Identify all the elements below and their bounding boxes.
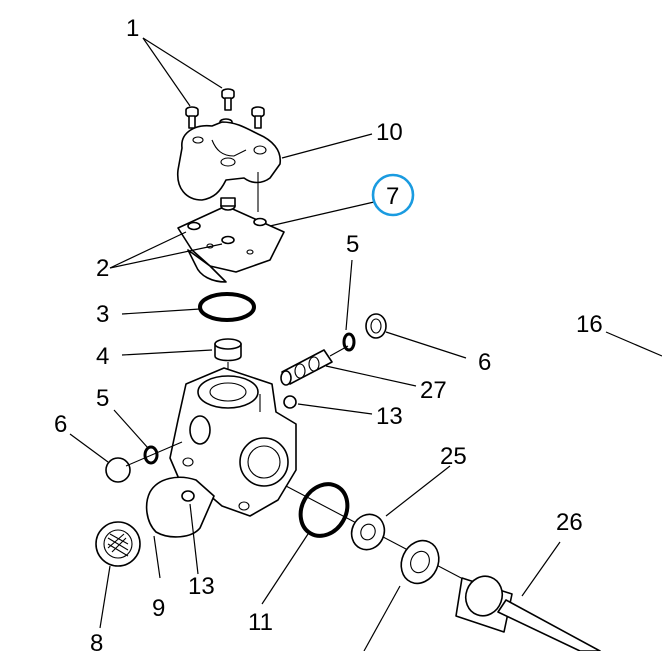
callout-1: 1	[126, 15, 139, 42]
screw	[251, 106, 265, 129]
axis-line-left	[125, 441, 183, 467]
part-6-plug-right	[365, 313, 387, 339]
callout-25: 25	[440, 443, 467, 470]
callout-7: 7	[386, 183, 399, 210]
part-9-strainer-housing	[145, 476, 215, 538]
part-13-fitting-lower	[181, 490, 195, 502]
callout-8: 8	[90, 630, 103, 651]
callouts: 1 10 7 2 3 4 5 5 6 6 27 13 13 16 25 26 9…	[54, 15, 603, 651]
callout-16: 16	[576, 311, 603, 338]
part-25-seal	[350, 513, 386, 551]
highlight-circle	[371, 173, 415, 217]
callout-2: 2	[96, 255, 109, 282]
screw	[185, 106, 199, 129]
callout-5-right: 5	[346, 231, 359, 258]
screw	[221, 88, 235, 111]
part-10-cover	[177, 121, 282, 212]
part-13-fitting-upper	[283, 395, 297, 409]
callout-6-right: 6	[478, 349, 491, 376]
leader-lines	[69, 37, 662, 651]
part-5-o-ring-right	[342, 332, 356, 352]
callout-10: 10	[376, 119, 403, 146]
callout-5-left: 5	[96, 385, 109, 412]
part-2-plate	[177, 197, 285, 283]
pump-body	[169, 367, 297, 517]
callout-9: 9	[152, 595, 165, 622]
bearing-ring	[400, 539, 440, 585]
callout-3: 3	[96, 301, 109, 328]
part-26-shaft	[455, 575, 601, 651]
callout-6-left: 6	[54, 411, 67, 438]
callout-4: 4	[96, 343, 109, 370]
callout-26: 26	[556, 509, 583, 536]
callout-13-lower: 13	[188, 573, 215, 600]
callout-11: 11	[248, 609, 273, 636]
part-27-spool	[280, 345, 349, 386]
part-6-plug-left	[105, 457, 131, 483]
part-11-o-ring	[298, 482, 350, 538]
callout-13-upper: 13	[376, 403, 403, 430]
part-8-filter-cap	[95, 521, 141, 567]
part-5-o-ring-left	[143, 445, 159, 465]
part-3-o-ring	[198, 292, 256, 322]
callout-27: 27	[420, 377, 447, 404]
